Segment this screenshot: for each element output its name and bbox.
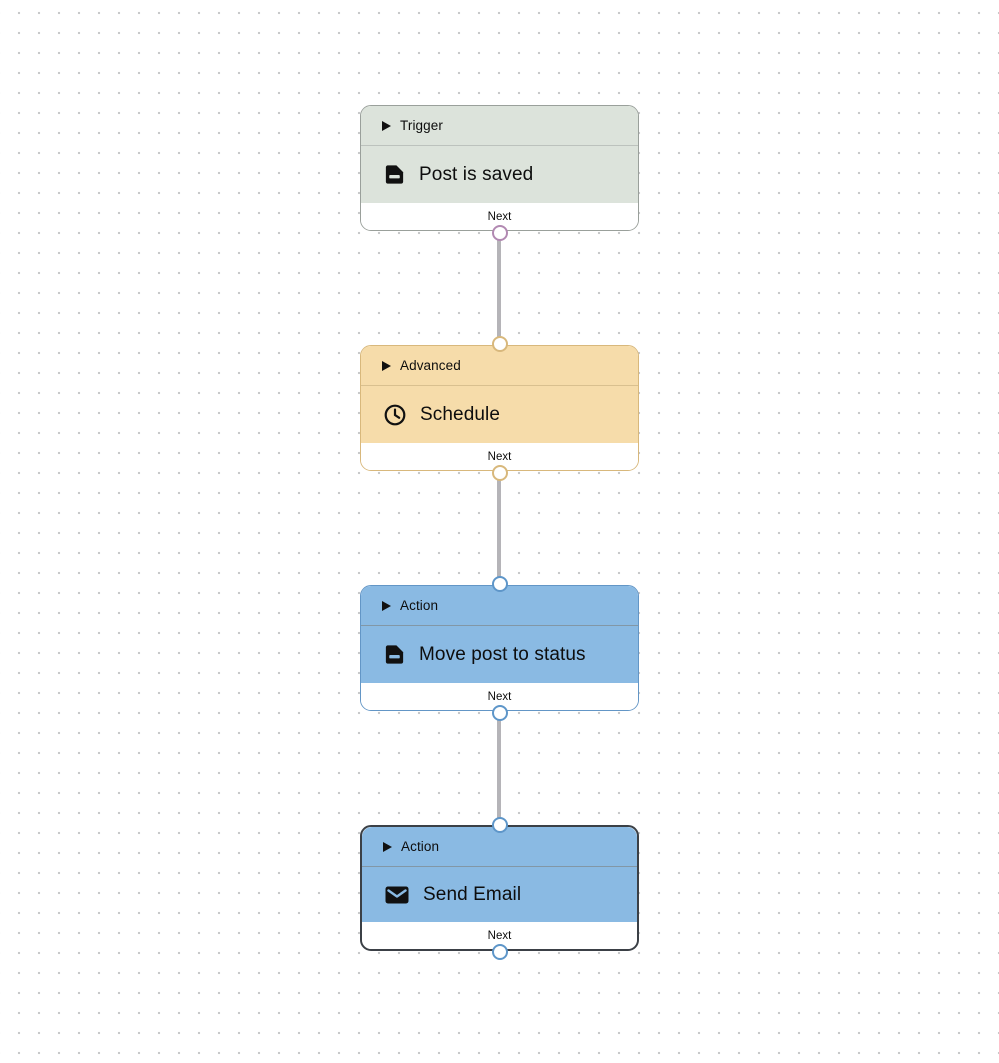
node-header[interactable]: Action: [361, 586, 638, 626]
node-body[interactable]: Post is saved: [361, 146, 638, 203]
node-header[interactable]: Action: [362, 827, 637, 867]
workflow-node-advanced[interactable]: Advanced Schedule Next: [360, 336, 639, 481]
input-port[interactable]: [491, 336, 508, 352]
clock-icon: [383, 403, 407, 427]
next-port-label: Next: [487, 929, 512, 942]
node-header[interactable]: Advanced: [361, 346, 638, 386]
next-port-label: Next: [487, 210, 512, 223]
document-icon: [383, 163, 406, 186]
collapse-arrow-icon[interactable]: [383, 841, 392, 852]
collapse-arrow-icon[interactable]: [382, 600, 391, 611]
node-title: Send Email: [423, 883, 522, 905]
connection-line[interactable]: [497, 231, 501, 347]
next-port-label: Next: [487, 690, 512, 703]
node-category-label: Trigger: [400, 118, 443, 133]
connection-line[interactable]: [497, 711, 501, 827]
node-title: Move post to status: [419, 643, 586, 665]
collapse-arrow-icon[interactable]: [382, 360, 391, 371]
next-port-label: Next: [487, 450, 512, 463]
output-port[interactable]: [491, 465, 508, 481]
mail-icon: [384, 882, 410, 908]
node-body[interactable]: Move post to status: [361, 626, 638, 683]
workflow-node-action-email[interactable]: Action Send Email Next: [360, 817, 639, 960]
node-title: Schedule: [420, 403, 501, 425]
output-port[interactable]: [491, 225, 508, 241]
node-header[interactable]: Trigger: [361, 106, 638, 146]
output-port[interactable]: [491, 944, 508, 960]
document-icon: [383, 643, 406, 666]
connection-line[interactable]: [497, 471, 501, 587]
workflow-node-action-move[interactable]: Action Move post to status Next: [360, 576, 639, 721]
workflow-node-trigger[interactable]: Trigger Post is saved Next: [360, 105, 639, 241]
node-body[interactable]: Schedule: [361, 386, 638, 443]
output-port[interactable]: [491, 705, 508, 721]
collapse-arrow-icon[interactable]: [382, 120, 391, 131]
input-port[interactable]: [491, 817, 508, 833]
node-category-label: Action: [401, 839, 440, 854]
node-title: Post is saved: [419, 163, 534, 185]
node-category-label: Action: [400, 598, 439, 613]
input-port[interactable]: [491, 576, 508, 592]
node-category-label: Advanced: [400, 358, 461, 373]
node-body[interactable]: Send Email: [362, 867, 637, 922]
